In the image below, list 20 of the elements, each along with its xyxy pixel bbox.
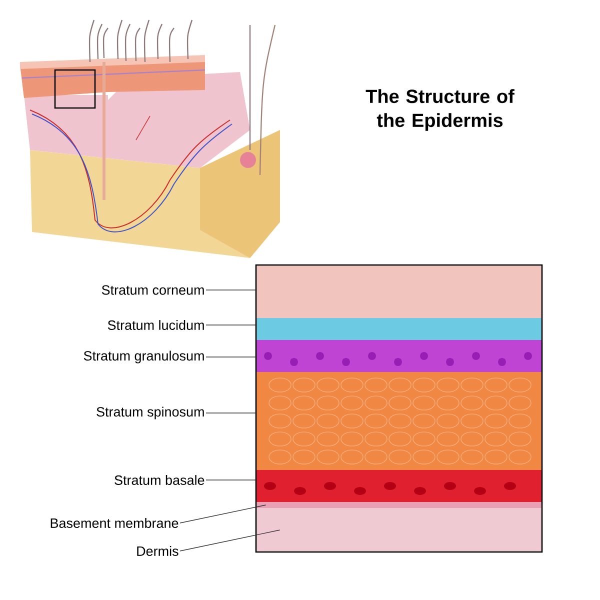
leader-line — [206, 412, 256, 414]
leader-line — [206, 356, 256, 358]
skin-layer — [256, 318, 542, 340]
layer-label: Basement membrane — [50, 518, 178, 528]
title: The Structure of the Epidermis — [366, 89, 514, 131]
skin-layer — [256, 508, 542, 552]
skin-layer — [256, 502, 542, 508]
leader-line — [180, 504, 266, 524]
skin-layer — [256, 265, 542, 318]
skin-layer — [256, 372, 542, 470]
layer-label: Stratum granulosum — [84, 350, 204, 364]
layer-label: Dermis — [137, 546, 178, 556]
layer-label: Stratum spinosum — [96, 406, 204, 420]
skin-layer — [256, 340, 542, 372]
layer-label: Stratum lucidum — [108, 320, 204, 330]
leader-line — [180, 530, 280, 552]
skin-layer — [256, 470, 542, 502]
layer-label: Stratum corneum — [102, 285, 204, 295]
layer-label: Stratum basale — [114, 475, 204, 485]
leader-line — [206, 324, 256, 326]
